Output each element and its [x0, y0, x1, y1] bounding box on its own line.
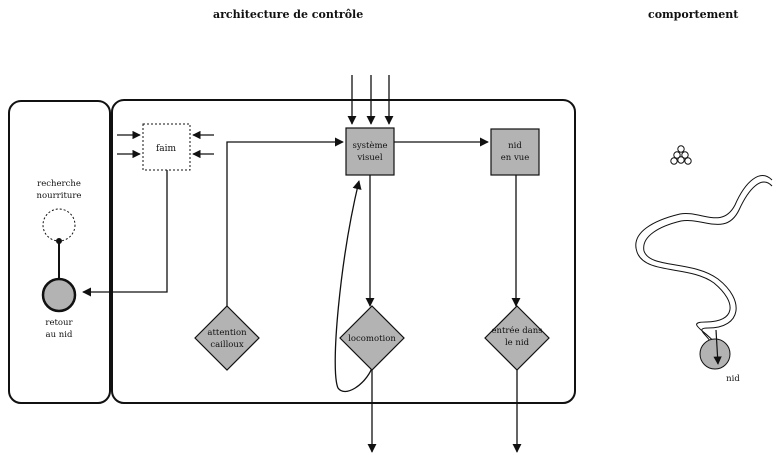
pebble-attention-node	[194, 305, 260, 371]
food-search-label-2: nourriture	[37, 191, 82, 201]
pebble-to-vision-arrow	[226, 137, 344, 306]
vision-label-2: visuel	[356, 153, 382, 163]
food-return-joint	[56, 238, 62, 244]
locomotion-label: locomotion	[348, 334, 396, 344]
enter-label-2: le nid	[505, 338, 530, 348]
ant-trajectory-path	[635, 175, 773, 351]
behaviour-title: comportement	[648, 8, 739, 21]
pebble-label-2: cailloux	[210, 340, 244, 350]
nest-in-view-node	[490, 128, 540, 176]
behaviour-nest-label: nid	[726, 374, 740, 384]
food-search-label-1: recherche	[37, 179, 81, 189]
pebble-pile-icon	[670, 145, 692, 165]
faim-label: faim	[156, 144, 177, 154]
trajectory-end-arrow	[713, 329, 722, 365]
food-search-node	[42, 208, 76, 242]
locomotion-feedback-arrow	[334, 180, 373, 393]
behaviour-nest-node	[699, 338, 731, 370]
return-label-2: au nid	[46, 330, 73, 340]
nest-view-label-2: en vue	[501, 153, 530, 163]
main-panel	[111, 99, 576, 404]
return-label-1: retour	[45, 318, 73, 328]
vision-system-node	[345, 127, 395, 176]
pebble-label-1: attention	[207, 328, 247, 338]
left-panel	[8, 100, 111, 404]
return-to-nest-node	[41, 277, 77, 313]
faim-to-return-arrow	[82, 170, 168, 297]
enter-label-1: entrée dans	[491, 325, 542, 336]
vision-label-1: système	[352, 140, 387, 151]
nest-view-label-1: nid	[508, 141, 522, 151]
architecture-title: architecture de contrôle	[213, 8, 364, 21]
